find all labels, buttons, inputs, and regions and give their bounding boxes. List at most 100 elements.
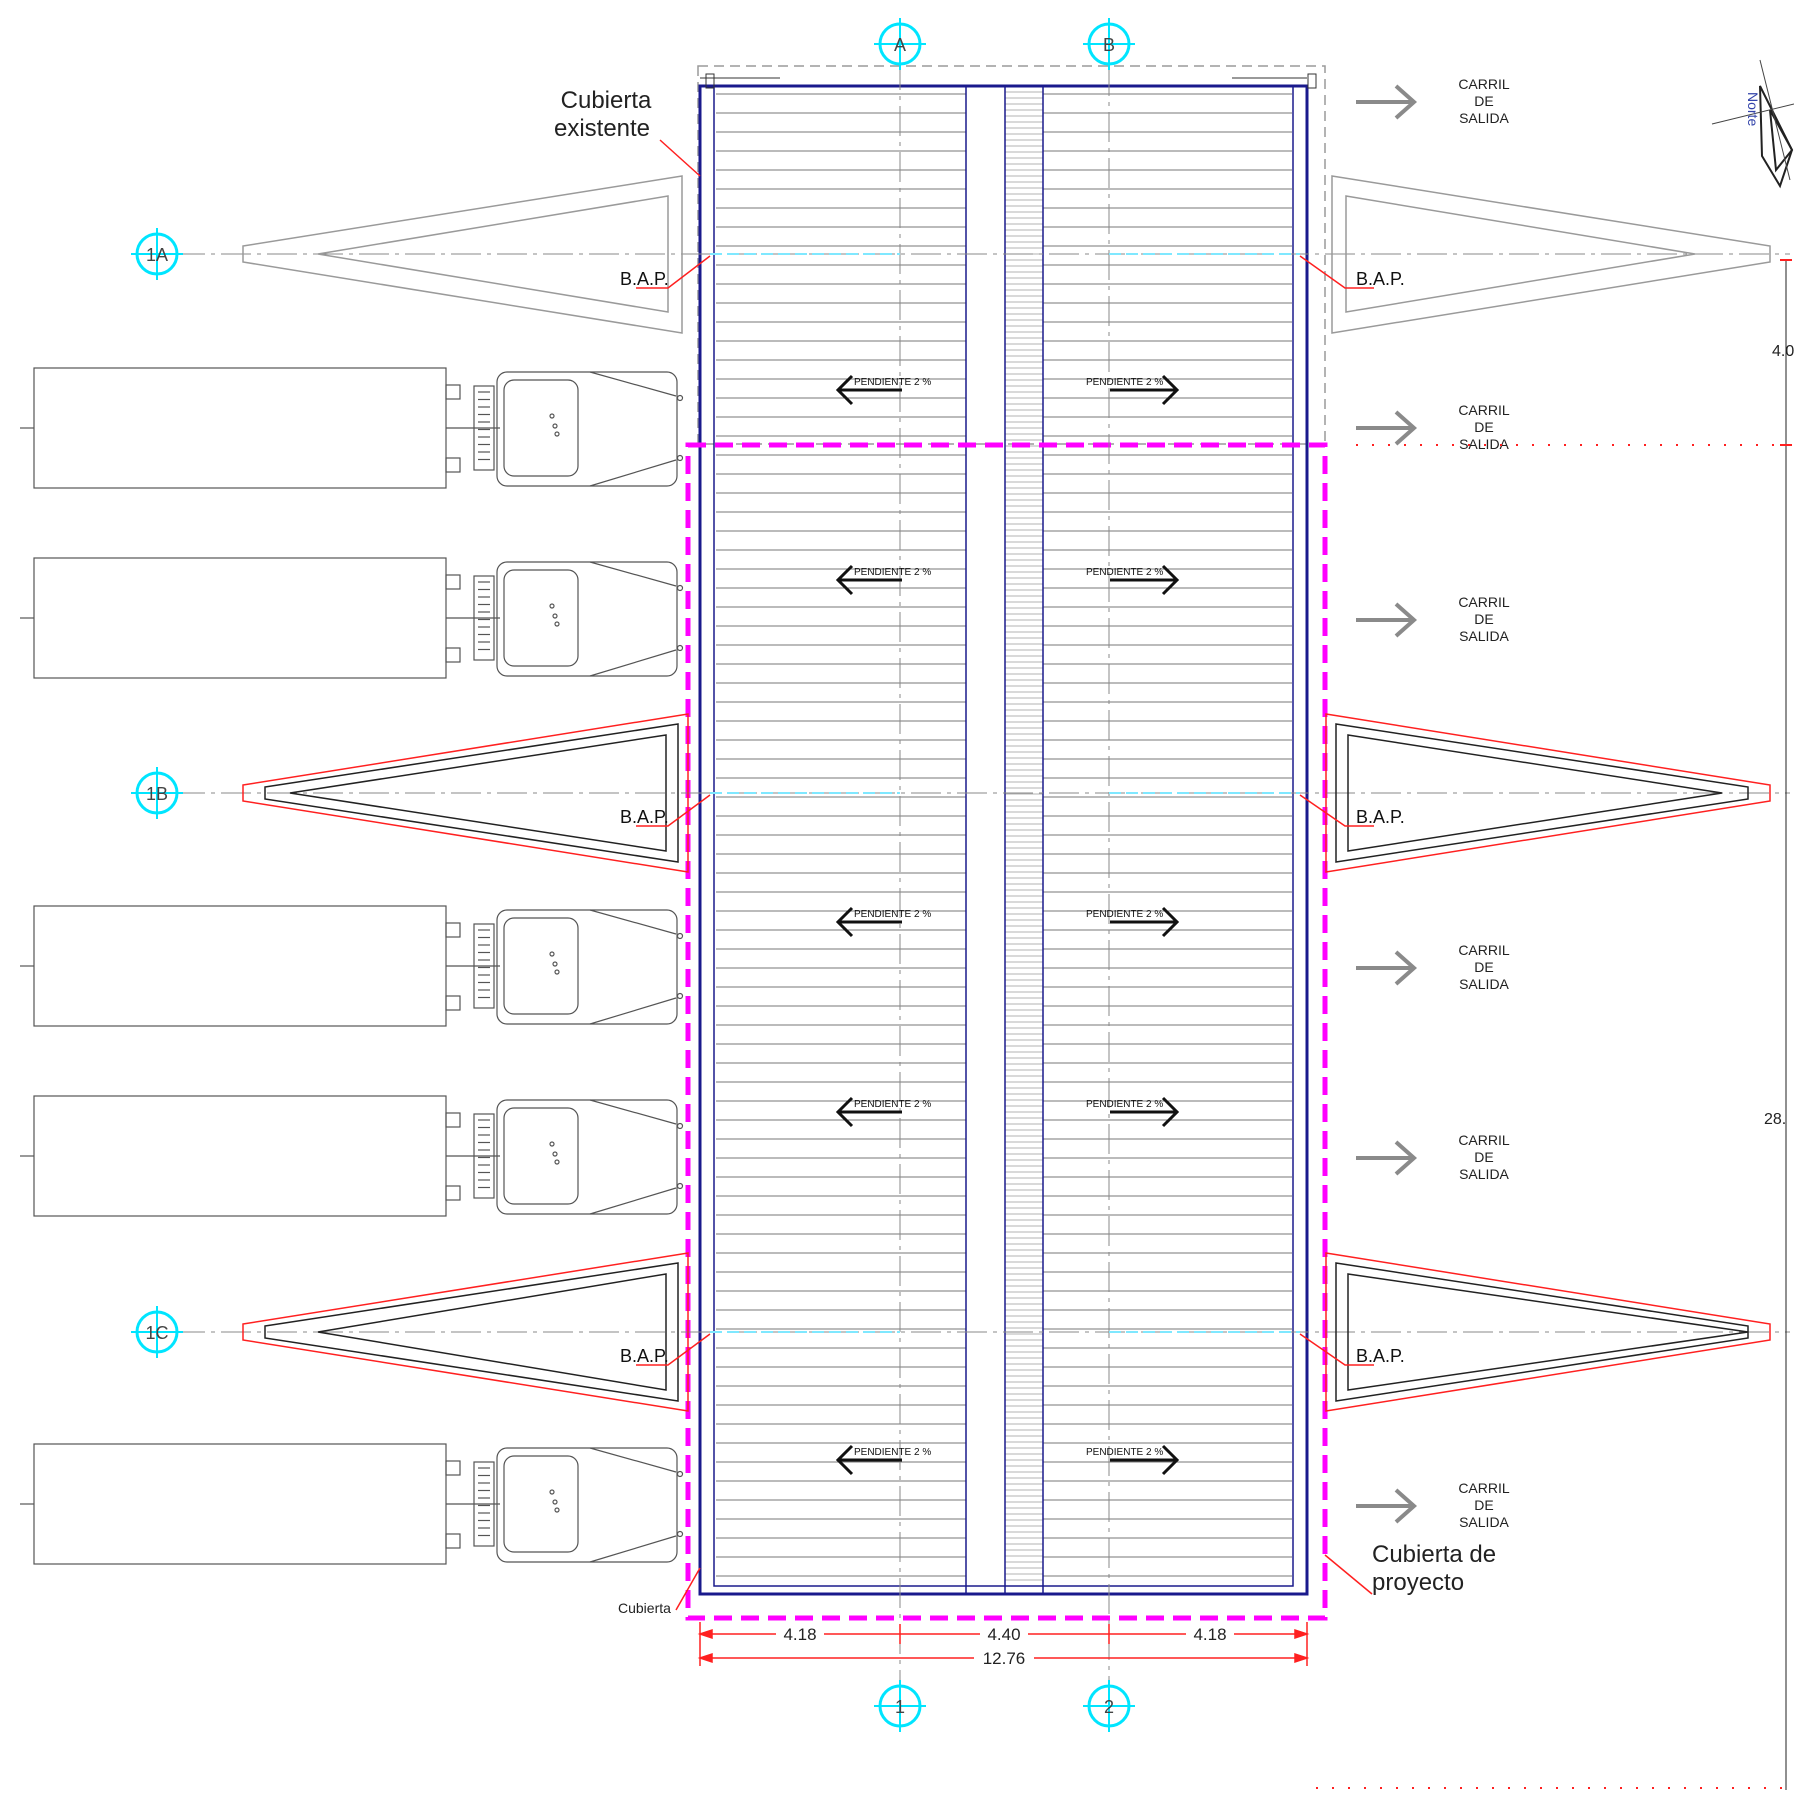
lane-text: DE [1474,419,1493,435]
lane-text: CARRIL [1458,402,1510,418]
slope-label: PENDIENTE 2 % [854,1099,931,1110]
bap-label: B.A.P. [620,269,669,289]
bap-1a-right: B.A.P. [1299,255,1405,289]
island-1a-left [242,175,683,334]
lane-text: SALIDA [1459,1166,1509,1182]
lane-text: SALIDA [1459,110,1509,126]
bap-1c-right: B.A.P. [1299,1333,1405,1366]
lane-text: CARRIL [1458,942,1510,958]
slope-arrow-right: PENDIENTE 2 % [1086,906,1180,938]
label-cubierta-existente-1: Cubierta [561,87,652,114]
lane-text: DE [1474,93,1493,109]
dim-total: 12.76 [983,1649,1026,1668]
axis-label-1a: 1A [146,245,168,265]
grid-lines [175,20,1790,1690]
axis-label-b: B [1103,35,1115,55]
lane-text: SALIDA [1459,976,1509,992]
slope-arrow-left: PENDIENTE 2 % [835,564,931,596]
dim-right-main: 28. [1764,1111,1786,1128]
truck [20,1443,684,1565]
truck [20,1095,684,1217]
bap-label: B.A.P. [620,807,669,827]
lane-text: CARRIL [1458,594,1510,610]
axis-bubble-1b: 1B [131,767,183,819]
trucks [20,367,684,1565]
existing-roof-outline [697,65,1326,445]
bap-1b-right: B.A.P. [1299,794,1405,827]
slope-arrow-left: PENDIENTE 2 % [835,1096,931,1128]
axis-bubble-b: B [1083,18,1135,70]
slope-label: PENDIENTE 2 % [1086,567,1163,578]
axis-label-1c: 1C [145,1323,168,1343]
island-1c-left [242,1252,689,1412]
bap-label: B.A.P. [620,1346,669,1366]
north-label: Norte [1745,92,1761,126]
island-1b-right [1325,713,1771,873]
slope-arrow-left: PENDIENTE 2 % [835,374,931,406]
lane-text: SALIDA [1459,1514,1509,1530]
bap-1a-left: B.A.P. [620,255,711,289]
label-cubierta-existente-2: existente [554,115,650,142]
slope-label: PENDIENTE 2 % [1086,909,1163,920]
lane-text: DE [1474,959,1493,975]
bap-label: B.A.P. [1356,807,1405,827]
dim-mask [980,1624,1028,1644]
lane-text: CARRIL [1458,1480,1510,1496]
dim-seg-left: 4.18 [783,1625,816,1644]
bap-label: B.A.P. [1356,269,1405,289]
axis-bubble-a: A [874,18,926,70]
lane-text: DE [1474,611,1493,627]
axis-bubble-1c: 1C [131,1306,183,1358]
island-1b-left [242,713,689,873]
dim-seg-right: 4.18 [1193,1625,1226,1644]
island-1c-right [1325,1252,1771,1412]
lane-text: CARRIL [1458,76,1510,92]
lane-text: DE [1474,1149,1493,1165]
roof-frame [698,73,1317,1596]
slope-arrow-left: PENDIENTE 2 % [835,906,931,938]
bap-1b-left: B.A.P. [620,794,711,827]
truck [20,557,684,679]
lane-text: DE [1474,1497,1493,1513]
exit-lanes: CARRILDESALIDACARRILDESALIDACARRILDESALI… [1356,76,1510,1530]
dim-seg-mid: 4.40 [987,1625,1020,1644]
dim-mask [776,1624,824,1644]
slope-arrow-right: PENDIENTE 2 % [1086,1096,1180,1128]
label-cubierta-proyecto-1: Cubierta de [1372,1541,1496,1568]
slope-label: PENDIENTE 2 % [854,377,931,388]
slope-label: PENDIENTE 2 % [854,1447,931,1458]
bap-1c-left: B.A.P. [620,1333,711,1366]
slope-arrow-right: PENDIENTE 2 % [1086,1444,1180,1476]
slope-arrows: PENDIENTE 2 % PENDIENTE 2 % PENDIENTE 2 % P… [835,374,1180,1476]
dim-mask [1186,1624,1234,1644]
slope-label: PENDIENTE 2 % [1086,1099,1163,1110]
project-roof-outline [685,442,1328,1621]
axis-label-1: 1 [895,1697,905,1717]
dim-mask [974,1648,1034,1668]
axis-label-a: A [894,35,906,55]
dim-right-top: 4.0 [1772,343,1794,360]
leader-cubierta-proyecto [1324,1554,1373,1595]
north-arrow-icon: Norte [1711,59,1794,189]
slope-arrow-right: PENDIENTE 2 % [1086,564,1180,596]
label-cubierta-proyecto-2: proyecto [1372,1569,1464,1596]
leader-cubierta-small [675,1567,701,1611]
slope-label: PENDIENTE 2 % [854,567,931,578]
slope-arrow-right: PENDIENTE 2 % [1086,374,1180,406]
island-1a-right [1331,175,1771,334]
truck [20,905,684,1027]
leader-cubierta-existente [659,139,701,177]
truck [20,367,684,489]
beam-lines [710,253,1300,1333]
axis-bubble-1: 1 [874,1680,926,1732]
axis-label-1b: 1B [146,784,168,804]
slope-label: PENDIENTE 2 % [1086,1447,1163,1458]
roof-slats [716,91,1292,1587]
lane-text: SALIDA [1459,628,1509,644]
